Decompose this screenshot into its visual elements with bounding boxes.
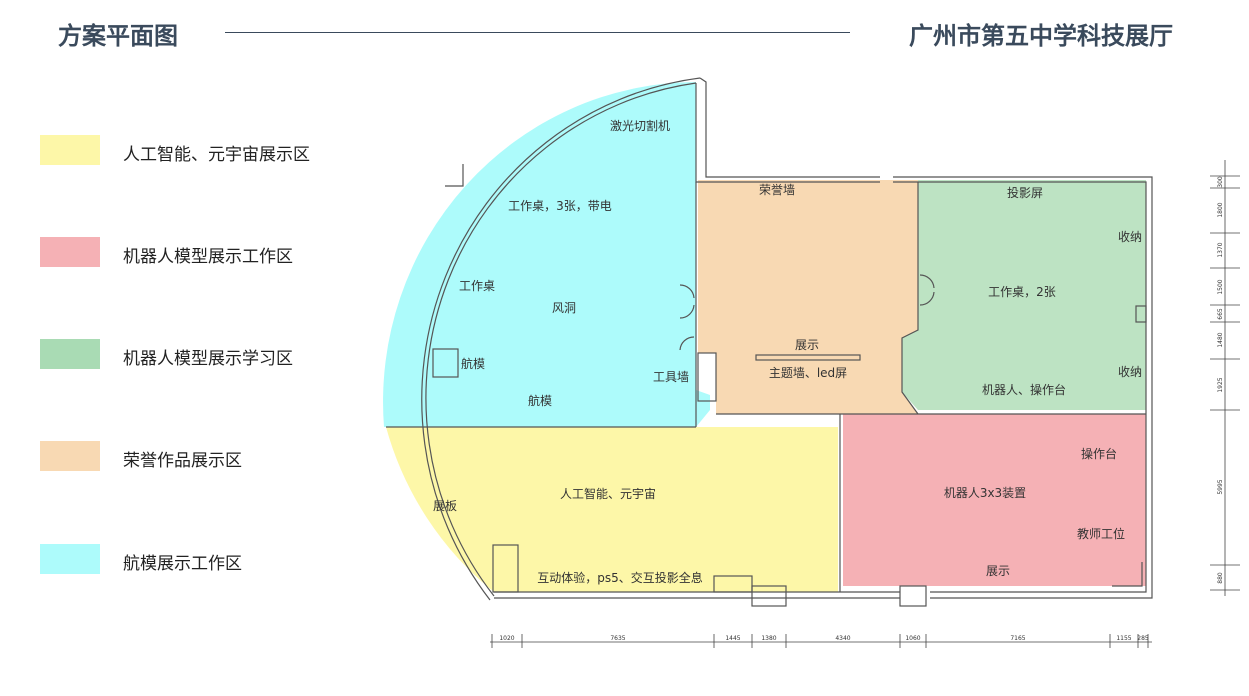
label-interactive-experience: 互动体验，ps5、交互投影全息 xyxy=(537,570,703,585)
label-laser-cutter: 激光切割机 xyxy=(610,118,670,133)
label-projection-screen: 投影屏 xyxy=(1007,185,1043,200)
interactive-block xyxy=(713,575,753,593)
dim-label-right: 5995 xyxy=(1217,479,1224,494)
dim-label-bottom: 1060 xyxy=(905,635,920,642)
top-wall-right-inner xyxy=(893,181,1147,593)
tool-wall-block xyxy=(697,352,717,402)
legend-label: 机器人模型展示工作区 xyxy=(123,247,293,267)
legend-item-honor: 荣誉作品展示区 xyxy=(40,441,360,471)
storage-detail xyxy=(1135,305,1147,323)
legend-label: 机器人模型展示学习区 xyxy=(123,349,293,369)
dim-label-right: 880 xyxy=(1217,572,1224,584)
column-left xyxy=(751,585,787,607)
column-right xyxy=(899,585,927,607)
legend-item-ai-metaverse: 人工智能、元宇宙展示区 xyxy=(40,135,360,165)
label-work-desk-3: 工作桌，3张，带电 xyxy=(508,199,612,213)
label-display: 展示 xyxy=(795,338,819,352)
dim-label-bottom: 1155 xyxy=(1116,635,1131,642)
label-theme-wall: 主题墙、led屏 xyxy=(769,366,847,380)
top-wall-right xyxy=(893,176,1153,599)
label-honor-wall: 荣誉墙 xyxy=(759,183,795,197)
label-robot-console: 机器人、操作台 xyxy=(982,382,1066,397)
corner-detail-2 xyxy=(1112,562,1143,587)
dim-label-bottom: 1020 xyxy=(499,635,514,642)
legend-swatch xyxy=(40,237,100,267)
curved-inner-wall xyxy=(425,82,697,597)
zone-honor xyxy=(698,180,918,414)
legend-item-robot-work: 机器人模型展示工作区 xyxy=(40,237,360,267)
dim-label-right: 300 xyxy=(1217,176,1224,188)
zone-robot-study xyxy=(902,180,1146,410)
label-robot-3x3: 机器人3x3装置 xyxy=(944,486,1026,500)
door-arc-5 xyxy=(919,291,935,306)
label-display-board: 展板 xyxy=(433,499,457,513)
dim-label-right: 1925 xyxy=(1217,377,1224,392)
legend-label: 人工智能、元宇宙展示区 xyxy=(123,145,310,165)
partition-orange-green xyxy=(901,182,919,415)
plan-title: 方案平面图 xyxy=(58,21,178,50)
label-teacher-station: 教师工位 xyxy=(1077,526,1125,541)
top-wall-left-outer xyxy=(699,77,880,178)
door-arc-4 xyxy=(919,274,935,289)
label-storage-1: 收纳 xyxy=(1118,230,1142,244)
corner-detail-1 xyxy=(445,164,464,187)
door-arc-1 xyxy=(679,284,695,299)
legend-item-aero-model: 航模展示工作区 xyxy=(40,544,360,574)
legend-swatch xyxy=(40,339,100,369)
label-wind-tunnel: 风洞 xyxy=(552,301,576,315)
dim-label-bottom: 7165 xyxy=(1010,635,1025,642)
legend-label: 荣誉作品展示区 xyxy=(123,451,242,471)
label-console: 操作台 xyxy=(1081,446,1117,461)
label-work-desk: 工作桌 xyxy=(459,279,495,293)
display-board-block xyxy=(492,544,519,593)
dim-label-right: 1800 xyxy=(1217,202,1224,217)
door-arc-2 xyxy=(679,304,695,319)
label-ai-metaverse: 人工智能、元宇宙 xyxy=(560,486,656,501)
zone-aero-model xyxy=(383,82,710,427)
top-wall-left xyxy=(695,83,880,183)
venue-title: 广州市第五中学科技展厅 xyxy=(909,21,1173,50)
dim-label-bottom: 1445 xyxy=(725,635,740,642)
legend-swatch xyxy=(40,135,100,165)
label-aero-model-1: 航模 xyxy=(461,356,485,371)
dim-label-bottom: 7635 xyxy=(610,635,625,642)
dim-label-right: 1370 xyxy=(1217,242,1224,257)
header-divider xyxy=(225,32,850,33)
zone-robot-work xyxy=(843,414,1146,586)
dim-label-right: 665 xyxy=(1217,308,1224,320)
dim-label-bottom: 1380 xyxy=(761,635,776,642)
label-work-desk-2: 工作桌，2张 xyxy=(988,285,1056,299)
door-arc-3 xyxy=(679,336,695,351)
label-aero-model-2: 航模 xyxy=(528,393,552,408)
zone-ai-metaverse xyxy=(386,427,838,592)
theme-wall-bar xyxy=(755,354,861,361)
aero-model-box xyxy=(432,348,459,378)
label-display-pink: 展示 xyxy=(986,564,1010,578)
legend-label: 航模展示工作区 xyxy=(123,554,242,574)
label-storage-2: 收纳 xyxy=(1118,365,1142,379)
legend-swatch xyxy=(40,441,100,471)
dim-label-bottom: 4340 xyxy=(835,635,850,642)
dim-label-bottom: 285 xyxy=(1137,635,1149,642)
label-tool-wall: 工具墙 xyxy=(653,370,689,384)
curved-outer-wall xyxy=(421,77,701,601)
dim-label-right: 1480 xyxy=(1217,332,1224,347)
dim-label-right: 1500 xyxy=(1217,279,1224,294)
legend-item-robot-study: 机器人模型展示学习区 xyxy=(40,339,360,369)
legend-swatch xyxy=(40,544,100,574)
